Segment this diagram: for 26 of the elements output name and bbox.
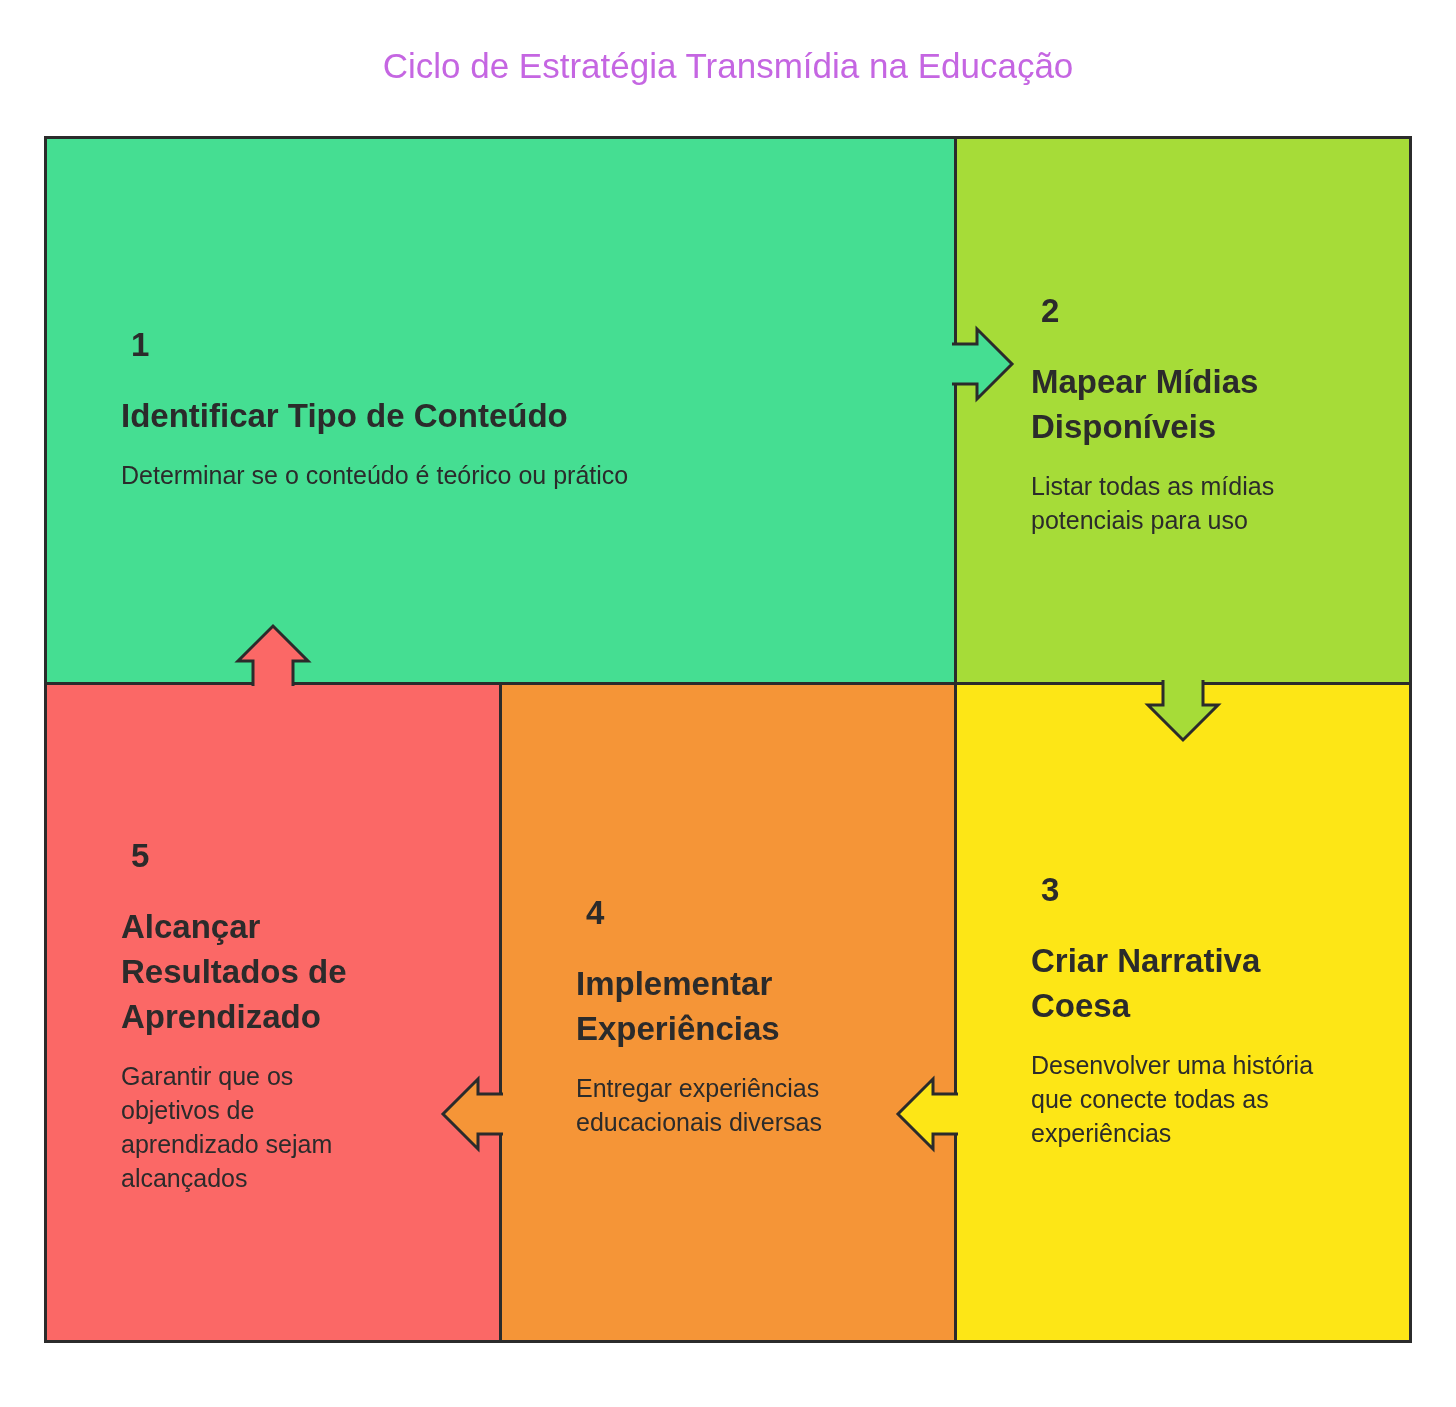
step-heading: Alcançar Resultados de Aprendizado [121,907,348,1037]
step-panel [954,682,1412,1343]
step-heading: Implementar Experiências [576,964,781,1049]
block-arrow [950,325,1015,403]
step-description: Listar todas as mídias potenciais para uso [1031,471,1276,536]
step-panel [44,136,957,685]
diagram-title: Ciclo de Estratégia Transmídia na Educação [381,46,1075,86]
block-arrow [895,1075,960,1153]
step-heading: Mapear Mídias Disponíveis [1031,362,1260,447]
step-number: 3 [1041,872,1060,908]
step-number: 4 [586,895,605,931]
step-number: 5 [131,838,150,874]
step-number: 2 [1041,293,1060,329]
block-arrow [1144,678,1222,743]
step-panel [499,682,957,1343]
step-heading: Identificar Tipo de Conteúdo [121,396,569,436]
block-arrow [234,623,312,688]
step-panel [44,682,502,1343]
step-description: Desenvolver uma história que conecte todas as experiências [1031,1050,1315,1149]
step-description: Entregar experiências educacionais diversas [576,1073,823,1138]
step-description: Determinar se o conteúdo é teórico ou prático [121,460,630,491]
step-description: Garantir que os objetivos de aprendizado sejam alcançados [121,1061,334,1194]
step-panel [954,136,1412,685]
step-number: 1 [131,327,150,363]
block-arrow [440,1075,505,1153]
step-heading: Criar Narrativa Coesa [1031,941,1262,1026]
